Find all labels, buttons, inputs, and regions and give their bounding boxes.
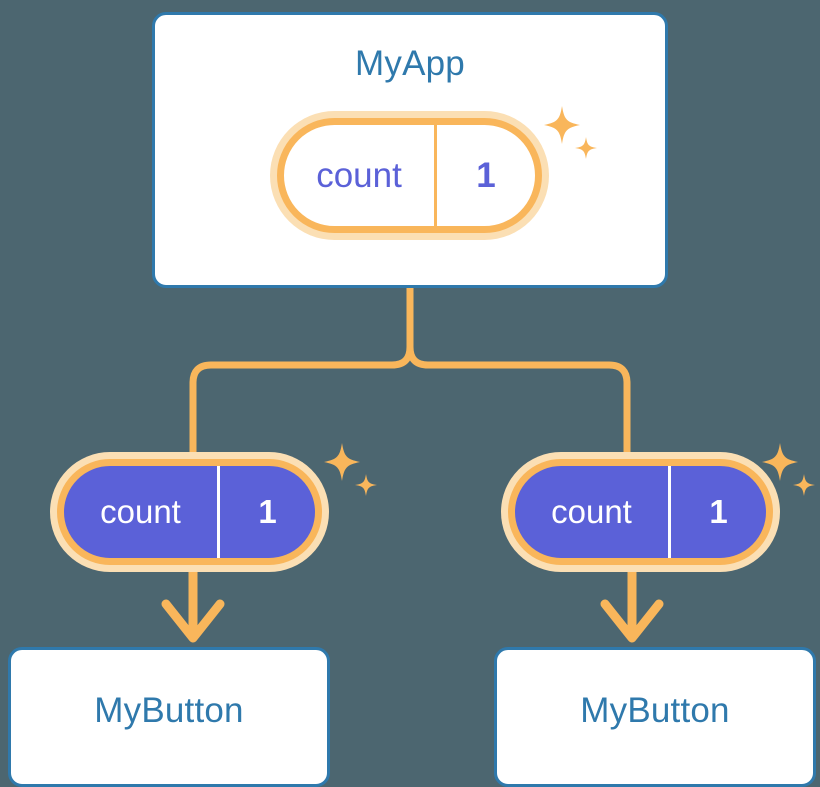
sparkle-four-point-icon — [324, 443, 360, 481]
state-pill-value: 1 — [668, 466, 766, 558]
state-pill-mybutton-left[interactable]: count 1 — [57, 459, 322, 565]
state-pill-key: count — [100, 493, 181, 530]
component-card-mybutton-right[interactable]: MyButton — [494, 647, 816, 787]
diagram-canvas: MyApp count 1 count 1 MyButton count — [8, 12, 816, 787]
arrow-down-icon-right — [600, 572, 664, 643]
state-pill-value: 1 — [434, 125, 535, 226]
component-title-mybutton-right: MyButton — [580, 691, 730, 730]
state-pill-mybutton-right[interactable]: count 1 — [508, 459, 773, 565]
component-title-mybutton-left: MyButton — [94, 691, 244, 730]
connector-trunk-split-right — [406, 343, 631, 466]
state-pill-body[interactable]: count 1 — [277, 118, 542, 233]
sparkle-group-mybutton-left — [318, 441, 388, 516]
sparkle-four-point-small-icon — [793, 474, 815, 496]
sparkle-four-point-small-icon — [355, 474, 377, 496]
state-pill-body[interactable]: count 1 — [508, 459, 773, 565]
state-pill-myapp[interactable]: count 1 — [277, 118, 542, 233]
state-pill-body[interactable]: count 1 — [57, 459, 322, 565]
state-pill-key: count — [551, 493, 632, 530]
arrow-down-icon-left — [161, 572, 225, 643]
component-title-myapp: MyApp — [355, 44, 465, 83]
state-pill-value: 1 — [217, 466, 315, 558]
connector-trunk-split — [189, 282, 414, 466]
component-card-mybutton-left[interactable]: MyButton — [8, 647, 330, 787]
state-pill-key: count — [316, 155, 402, 195]
